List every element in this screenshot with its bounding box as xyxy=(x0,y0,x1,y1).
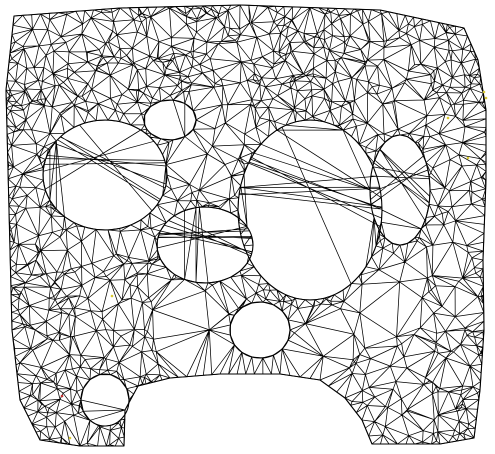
speckle-3 xyxy=(467,157,470,160)
speckle-2 xyxy=(485,97,488,100)
speckle-4 xyxy=(447,117,450,120)
hole-rim-4 xyxy=(370,135,430,245)
speckle-1 xyxy=(483,91,486,94)
speckle-7 xyxy=(111,295,114,298)
speckle-5 xyxy=(61,395,64,398)
hole-rim-5 xyxy=(81,374,129,426)
hole-rim-7 xyxy=(144,100,196,140)
hole-rim-3 xyxy=(157,207,253,283)
hole-rim-6 xyxy=(230,302,290,358)
hole-rim-1 xyxy=(238,120,382,300)
speckle-6 xyxy=(69,437,72,440)
